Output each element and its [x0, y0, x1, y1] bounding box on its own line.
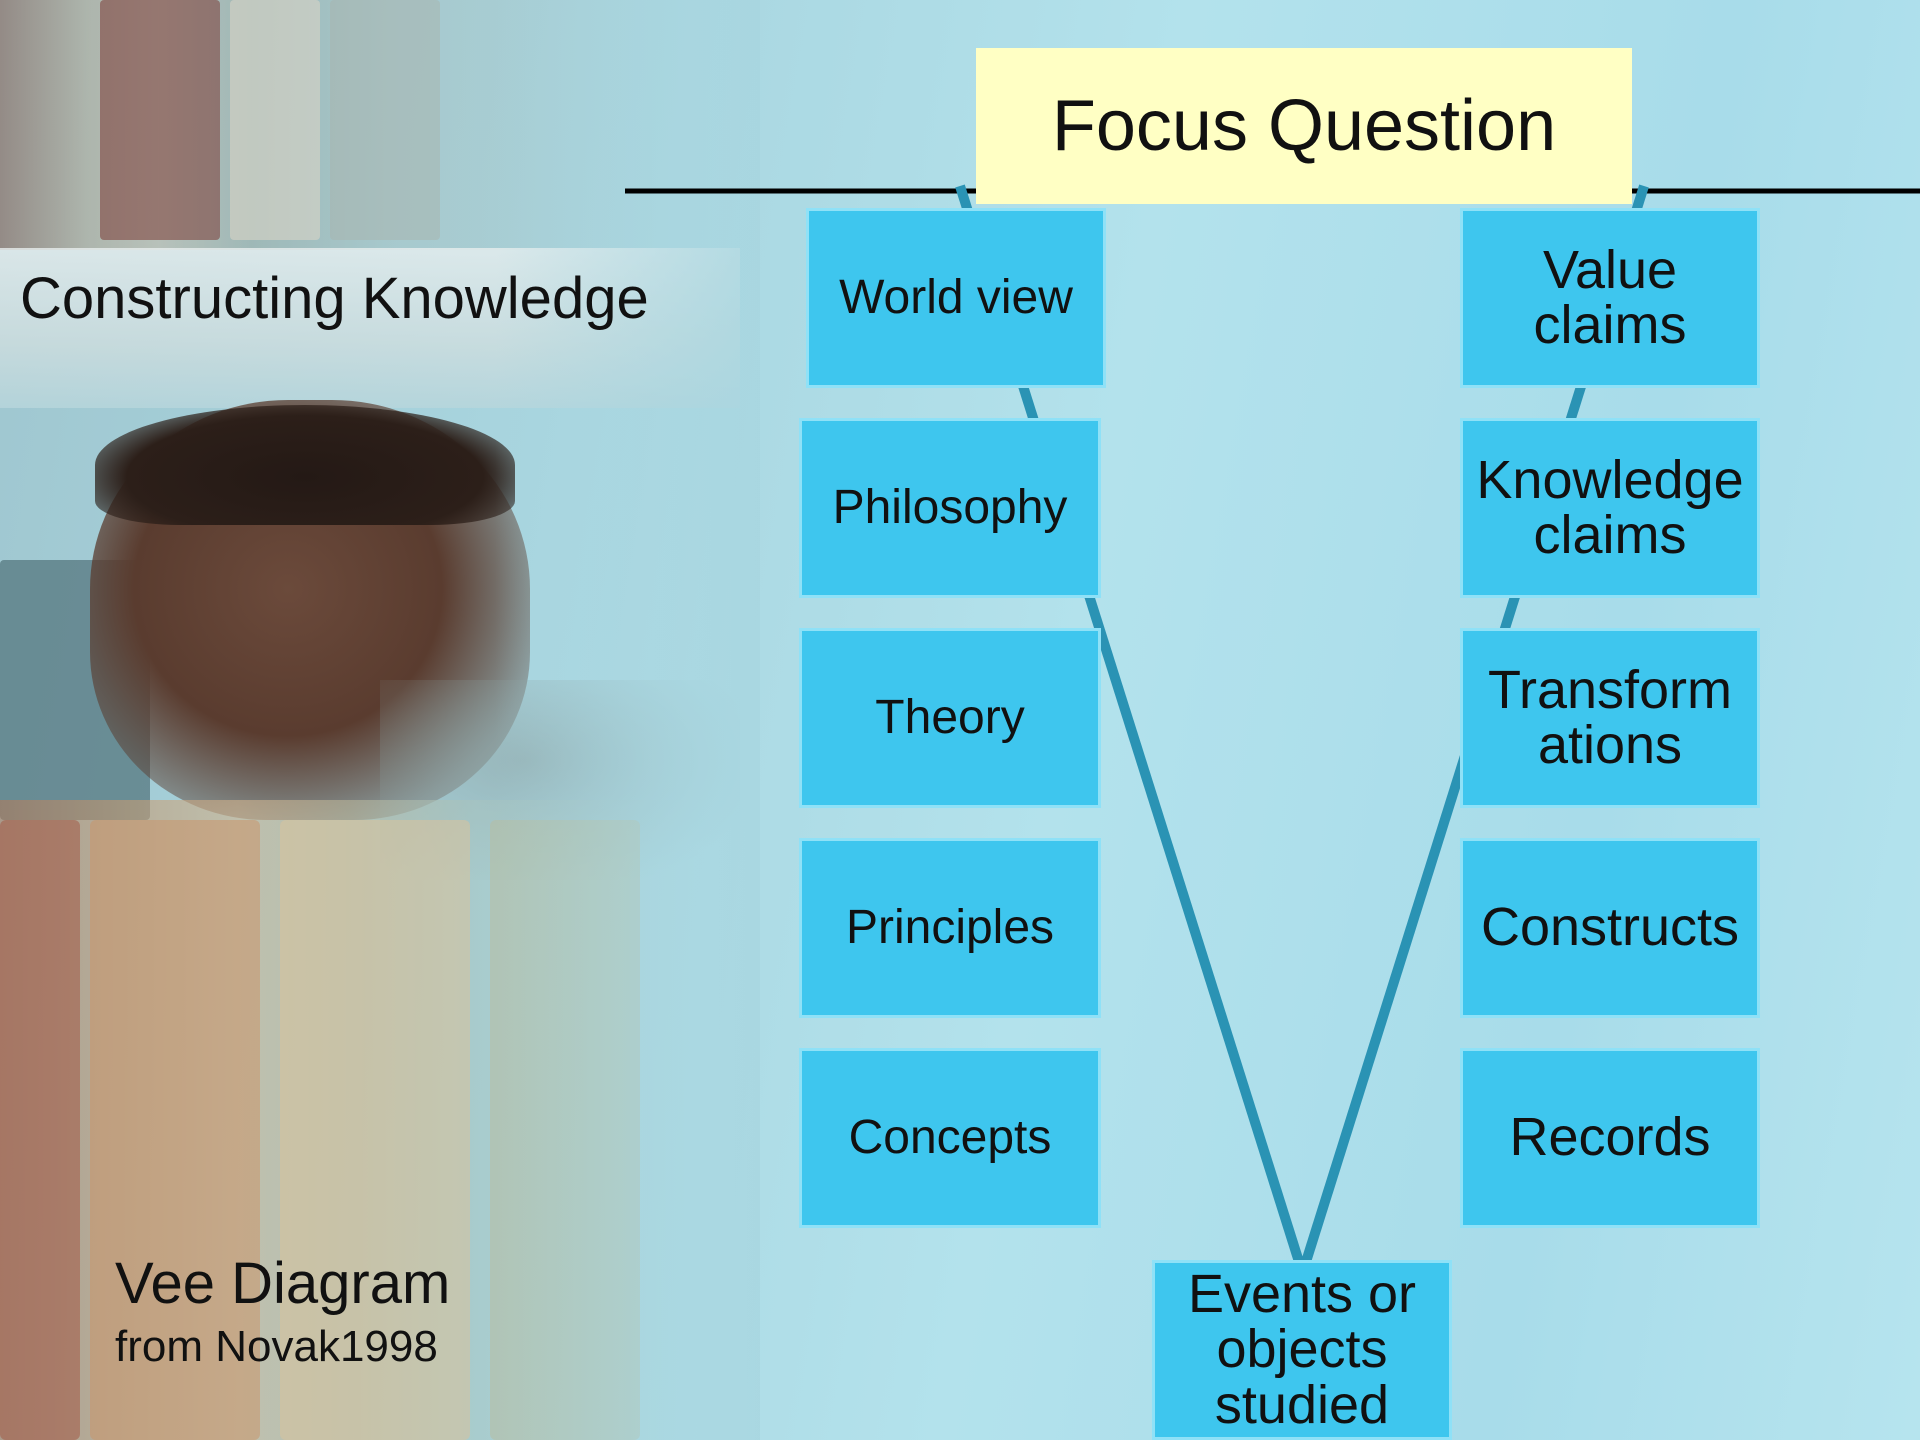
- box-knowledge-claims: Knowledge claims: [1460, 418, 1760, 598]
- box-events-objects: Events or objects studied: [1152, 1260, 1452, 1440]
- photo-fade: [0, 0, 760, 1440]
- vee-diagram-title: Vee Diagram: [115, 1251, 451, 1316]
- focus-question-box: Focus Question: [976, 48, 1632, 204]
- box-principles: Principles: [799, 838, 1101, 1018]
- box-world-view: World view: [806, 208, 1106, 388]
- vee-diagram-source: from Novak1998: [115, 1322, 438, 1371]
- box-concepts: Concepts: [799, 1048, 1101, 1228]
- box-constructs: Constructs: [1460, 838, 1760, 1018]
- box-value-claims: Value claims: [1460, 208, 1760, 388]
- slide-title: Constructing Knowledge: [20, 266, 649, 331]
- box-theory: Theory: [799, 628, 1101, 808]
- background-photo: [0, 0, 760, 1440]
- box-philosophy: Philosophy: [799, 418, 1101, 598]
- box-records: Records: [1460, 1048, 1760, 1228]
- box-transformations: Transform ations: [1460, 628, 1760, 808]
